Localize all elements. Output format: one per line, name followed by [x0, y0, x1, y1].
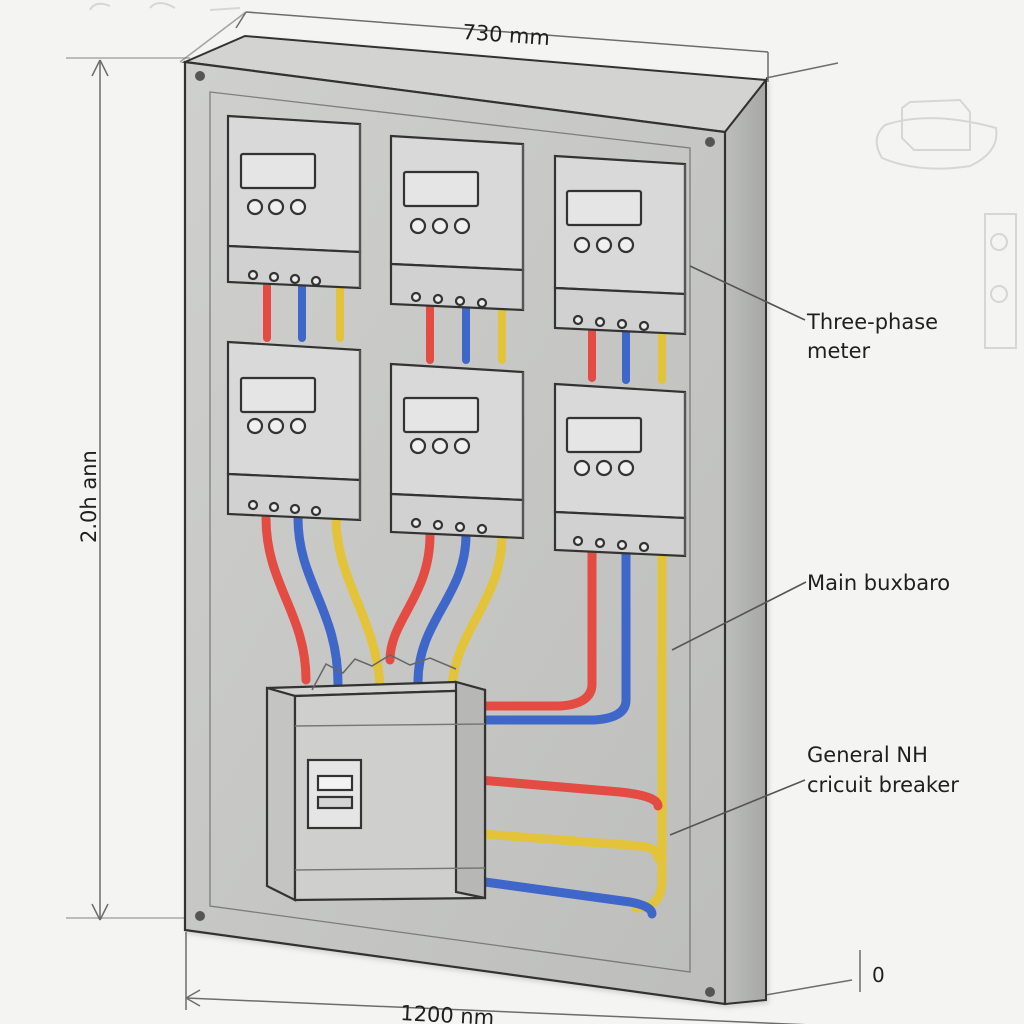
bottom-width-dimension: 1200 nm — [400, 1001, 495, 1024]
three-phase-meter-top-left — [226, 114, 362, 290]
callout-labels: Three-phase meter Main buxbaro General N… — [806, 310, 959, 797]
dimension-lines — [66, 11, 861, 1024]
main-busbar-label: Main buxbaro — [807, 571, 950, 595]
wire-red-middle-lower — [385, 530, 435, 665]
wire-yellow-breaker-out — [451, 827, 663, 863]
wire-red-left-lower — [261, 513, 311, 685]
wire-blue-right-lower — [451, 547, 631, 725]
three-phase-meter-top-middle — [389, 134, 525, 312]
three-phase-meter-bottom-right — [553, 382, 687, 558]
three-phase-meter-bottom-left — [226, 340, 362, 522]
three-phase-meter-bottom-middle — [389, 362, 525, 540]
wire-red-right-lower — [451, 545, 597, 711]
three-phase-meter-top-right — [553, 154, 687, 336]
depth-dimension: 0 — [872, 963, 885, 987]
meters-grid — [226, 114, 687, 558]
general-breaker — [265, 654, 487, 902]
top-width-dimension: 730 mm — [462, 20, 551, 50]
wire-blue-left-lower — [293, 513, 343, 689]
wire-red-breaker-out — [451, 773, 663, 811]
wire-yellow-middle-lower — [447, 530, 507, 691]
wire-blue-breaker-out — [451, 873, 657, 919]
height-dimension: 2.0h ann — [77, 450, 101, 543]
general-breaker-label-line2: cricuit breaker — [807, 773, 959, 797]
callout-lines — [669, 265, 807, 836]
background-sketch-marks — [89, 2, 1017, 349]
three-phase-meter-label-line2: meter — [807, 339, 871, 363]
three-phase-meter-label-line1: Three-phase — [806, 310, 938, 334]
general-breaker-label-line1: General NH — [807, 743, 928, 767]
